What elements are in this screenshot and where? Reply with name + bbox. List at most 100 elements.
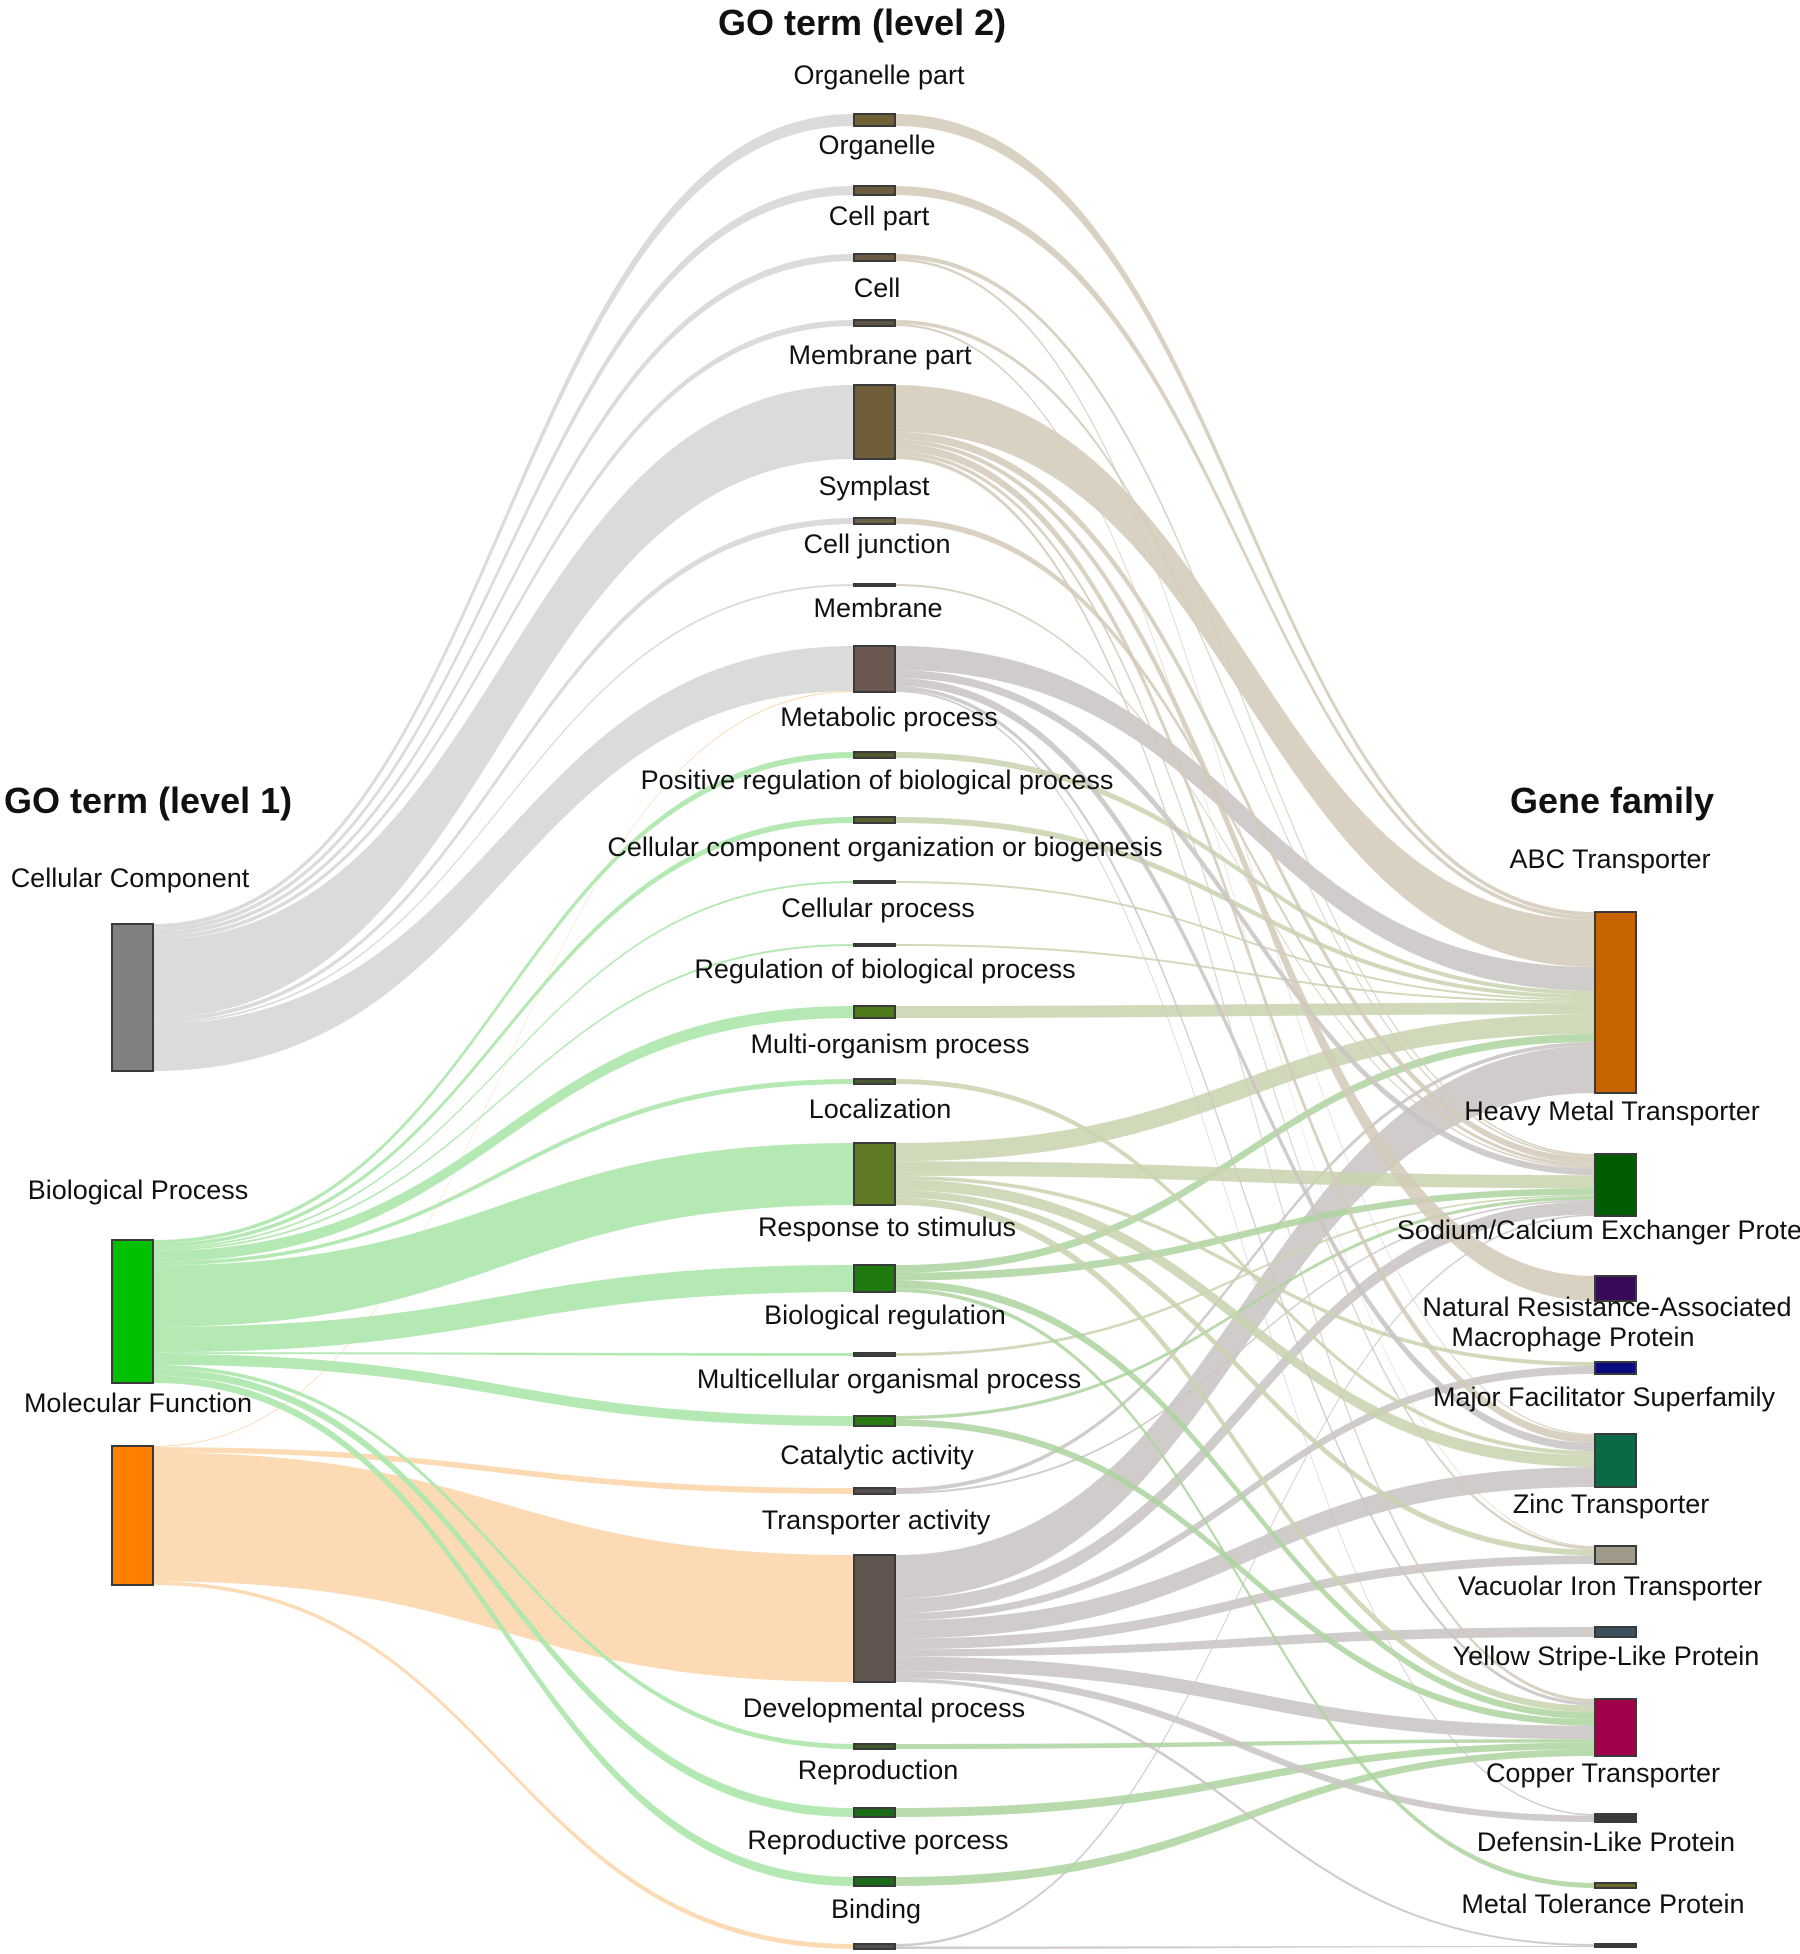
level2-label-repro-process: Reproductive porcess (747, 1825, 1008, 1855)
flow-response-to-hmt (895, 1188, 1595, 1281)
flow-transporter-to-copper (895, 1671, 1595, 1822)
flow-transporter-to-nramp (895, 1366, 1595, 1621)
level2-node-developmental (853, 1743, 896, 1750)
family-node-nramp (1594, 1361, 1637, 1375)
level2-label-reg-bp: Regulation of biological process (694, 954, 1075, 984)
family-label-hmt: Heavy Metal Transporter (1464, 1096, 1760, 1126)
flow-bio-reg-to-hmt (895, 1194, 1595, 1356)
flow-organelle-part-to-abc (895, 114, 1595, 916)
flow-response-to-abc (895, 1033, 1595, 1273)
level2-label-cell-part: Cell part (829, 201, 930, 231)
level2-label-response: Response to stimulus (758, 1212, 1016, 1242)
level2-to-family-flows (895, 114, 1595, 1949)
level2-node-multicell (853, 1415, 896, 1427)
family-label-ysl: Yellow Stripe-Like Protein (1453, 1641, 1760, 1671)
flow-mf-to-catalytic (153, 1447, 854, 1494)
flow-membrane-part-to-hmt (895, 431, 1595, 1164)
level2-label-developmental: Developmental process (743, 1693, 1025, 1723)
level2-label-pos-reg: Positive regulation of biological proces… (641, 765, 1114, 795)
level2-column-title: GO term (level 2) (718, 2, 1007, 43)
flow-cc-to-organelle (153, 186, 854, 932)
flow-membrane-to-mfs (895, 678, 1595, 1452)
level2-label-reproduction: Reproduction (798, 1755, 959, 1785)
family-label-vit: Vacuolar Iron Transporter (1458, 1571, 1762, 1601)
flow-organelle-to-abc (895, 186, 1595, 920)
flow-multi-org-to-mfs (895, 1079, 1595, 1456)
level2-node-cell-junction (853, 583, 896, 587)
level1-column-title: GO term (level 1) (4, 780, 293, 821)
flow-bp-to-cco (153, 881, 854, 1250)
level2-node-binding (853, 1943, 896, 1950)
flow-cellular-process-to-abc (895, 944, 1595, 1003)
flow-transporter-to-mfs (895, 1467, 1595, 1639)
family-label-mtp: Metal Tolerance Protein (1461, 1889, 1744, 1919)
flow-transporter-to-ysl (895, 1656, 1595, 1740)
flow-bp-to-reg-bp (153, 1006, 854, 1262)
level2-label-membrane: Membrane (813, 593, 942, 623)
level2-node-metabolic (853, 751, 896, 759)
level1-node-bp (111, 1239, 154, 1384)
level2-node-organelle (853, 185, 896, 196)
flow-bp-to-developmental (153, 1364, 854, 1749)
level2-label-symplast: Symplast (818, 471, 930, 501)
flow-bp-to-response (153, 1265, 854, 1353)
level2-label-multi-org: Multi-organism process (750, 1029, 1029, 1059)
flow-metabolic-to-abc (895, 752, 1595, 995)
flow-localization-to-hmt (895, 1161, 1595, 1189)
flow-transporter-to-hmt (895, 1201, 1595, 1614)
level1-to-level2-flows (153, 114, 854, 1949)
level2-label-membrane-part: Membrane part (788, 340, 972, 370)
flow-pos-reg-to-abc (895, 817, 1595, 999)
family-node-copper (1594, 1813, 1637, 1823)
level2-node-multi-org (853, 1078, 896, 1085)
family-label-nramp: Natural Resistance-Associated (1422, 1292, 1791, 1322)
family-label-mfs: Major Facilitator Superfamily (1433, 1382, 1776, 1412)
level2-node-cco (853, 880, 896, 884)
flow-membrane-part-to-ncx (895, 439, 1595, 1301)
family-column-title: Gene family (1510, 780, 1715, 821)
flow-bp-to-metabolic (153, 752, 854, 1244)
flow-cell-to-zinc (895, 323, 1595, 1547)
level2-label-cco: Cellular component organization or bioge… (607, 832, 1162, 862)
family-node-mfs (1594, 1433, 1637, 1488)
flow-bp-to-multi-org (153, 1079, 854, 1266)
family-node-hmt (1594, 1153, 1637, 1217)
level2-node-membrane-part (853, 384, 896, 460)
flow-membrane-part-to-zinc (895, 451, 1595, 1550)
flow-localization-to-abc (895, 1014, 1595, 1162)
family-node-vit (1594, 1626, 1637, 1638)
flow-bp-to-multicell (153, 1354, 854, 1426)
flow-transporter-to-vit (895, 1627, 1595, 1657)
flow-bp-to-pos-reg (153, 817, 854, 1248)
level2-label-cellular-process: Cellular process (781, 893, 975, 923)
flow-repro-process-to-ysl (895, 1749, 1595, 1886)
level2-node-cell (853, 319, 896, 327)
flow-membrane-part-to-abc (895, 385, 1595, 968)
flow-membrane-to-hmt (895, 670, 1595, 1176)
level2-node-transporter (853, 1554, 896, 1683)
level2-node-reg-bp (853, 1005, 896, 1019)
family-label-zinc: Zinc Transporter (1513, 1489, 1710, 1519)
flow-cell-part-to-hmt (895, 254, 1595, 1156)
level2-label-organelle-part: Organelle part (793, 60, 965, 90)
flow-membrane-part-to-ysl (895, 455, 1595, 1703)
flow-mf-to-membrane (153, 690, 854, 1448)
flow-transporter-to-zinc (895, 1555, 1595, 1650)
flow-localization-to-zinc (895, 1190, 1595, 1556)
flow-cc-to-symplast (153, 518, 854, 1022)
family-label-defensin: Defensin-Like Protein (1477, 1827, 1735, 1857)
flow-membrane-to-ysl (895, 686, 1595, 1706)
flow-cc-to-cell-junction (153, 584, 854, 1024)
level2-label-bio-reg: Biological regulation (764, 1300, 1006, 1330)
family-node-ysl (1594, 1698, 1637, 1757)
flow-cell-to-hmt (895, 320, 1595, 1158)
flow-cell-part-to-mfs (895, 258, 1595, 1436)
flow-membrane-part-to-mfs (895, 443, 1595, 1444)
level2-label-metabolic: Metabolic process (780, 702, 998, 732)
flow-multicell-to-ysl (895, 1419, 1595, 1726)
flow-bp-to-bio-reg (153, 1352, 854, 1356)
flow-membrane-to-abc (895, 646, 1595, 991)
flow-binding-to-hmt (895, 1214, 1595, 1947)
